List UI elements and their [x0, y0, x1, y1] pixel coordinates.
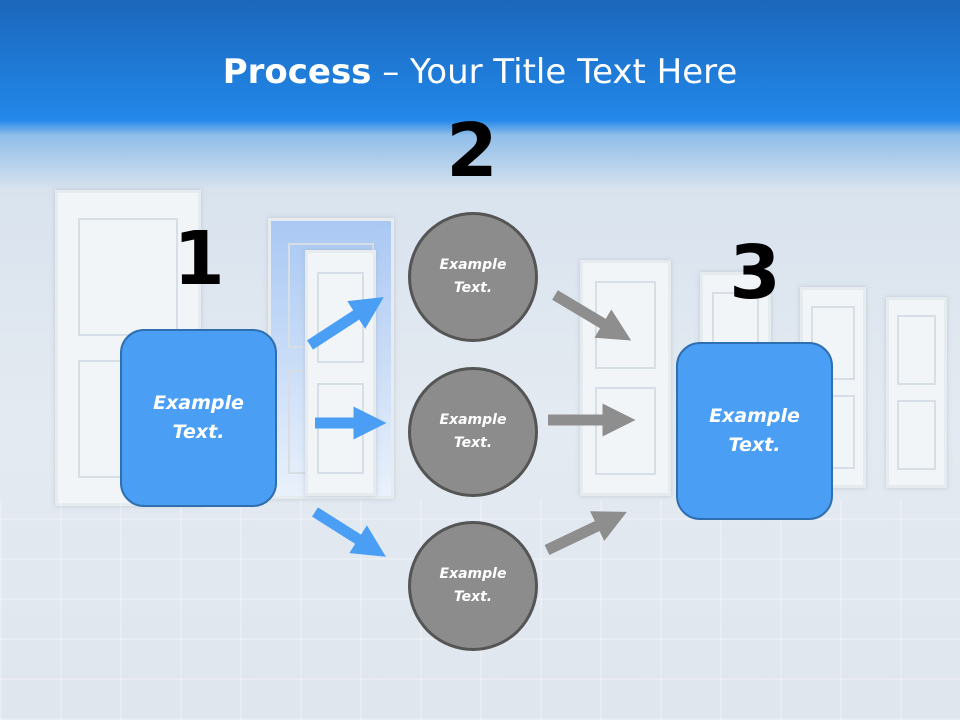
box-text-line1: Example: [153, 392, 244, 414]
circle-text-line1: Example: [439, 412, 507, 428]
title-rest: – Your Title Text Here: [371, 52, 738, 92]
step-number-2: 2: [446, 108, 498, 194]
background-door: [886, 297, 947, 488]
arrow-grey-down: [552, 290, 632, 341]
circle-text-line2: Text.: [453, 589, 493, 605]
box-text-line2: Text.: [172, 421, 225, 443]
box-text-line2: Text.: [728, 434, 781, 456]
circle-text-line1: Example: [439, 257, 507, 273]
step-number-3: 3: [729, 230, 781, 316]
arrow-grey-up: [544, 511, 627, 555]
circle-text-line2: Text.: [453, 280, 493, 296]
slide-title: Process – Your Title Text Here: [0, 52, 960, 92]
background-door: [305, 250, 376, 496]
arrow-blue-up: [307, 297, 384, 350]
box-text-line1: Example: [709, 405, 800, 427]
circle-text-line1: Example: [439, 566, 507, 582]
circle-text-line2: Text.: [453, 435, 493, 451]
arrow-blue-down: [312, 507, 386, 557]
step-number-1: 1: [173, 216, 225, 302]
background-door: [580, 260, 671, 496]
title-bold: Process: [222, 52, 372, 92]
